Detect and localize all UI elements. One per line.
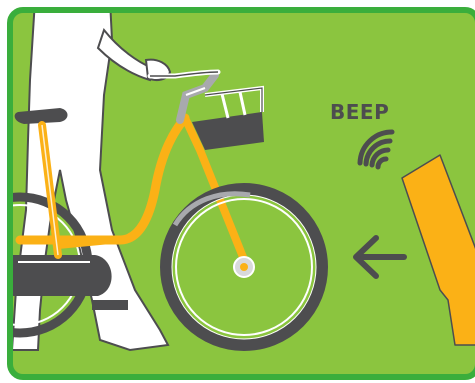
handlebar-stem — [180, 75, 215, 120]
signal-waves-icon — [360, 132, 392, 167]
key-card-icon — [402, 155, 475, 345]
left-arrow-icon — [356, 238, 404, 276]
front-wheel — [166, 189, 322, 345]
person-silhouette — [12, 0, 170, 350]
beep-label: BEEP — [330, 100, 389, 124]
pedal — [92, 300, 128, 310]
basket — [192, 88, 264, 150]
